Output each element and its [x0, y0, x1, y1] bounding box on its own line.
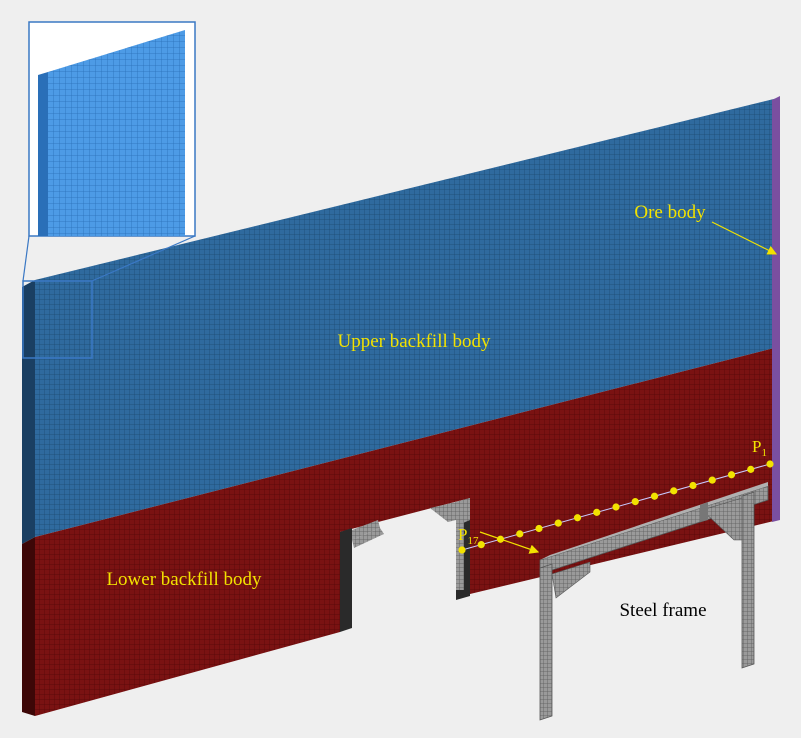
monitor-point [477, 541, 485, 549]
zoom-inset [22, 21, 196, 359]
monitor-point [593, 508, 601, 516]
monitor-point [747, 465, 755, 473]
monitor-point [631, 498, 639, 506]
monitor-point [612, 503, 620, 511]
monitor-point [650, 492, 659, 500]
monitor-point [516, 530, 524, 538]
monitor-point [689, 481, 697, 490]
monitor-point [535, 524, 543, 533]
zoom-source-box [22, 280, 93, 359]
opening-edge-left [340, 528, 352, 632]
monitor-point [766, 460, 774, 468]
monitor-point [708, 476, 716, 484]
steel-frame-label: Steel frame [619, 600, 706, 621]
monitor-point [727, 471, 736, 479]
p17-label: P17 [458, 525, 479, 547]
upper-body-label: Upper backfill body [337, 331, 491, 352]
upper-backfill-body [35, 98, 778, 537]
lower-body-side [22, 537, 35, 716]
monitor-point [554, 519, 562, 527]
lower-backfill-body [35, 347, 778, 716]
ore-body [772, 96, 780, 522]
monitor-point [573, 514, 582, 522]
p17-leader-arrow [479, 531, 540, 554]
steel-frame [539, 482, 769, 721]
lower-body-label: Lower backfill body [106, 569, 262, 590]
monitor-point [670, 487, 678, 495]
ore-leader-arrow [711, 221, 778, 255]
monitor-point [458, 546, 466, 554]
p1-label: P1 [752, 437, 767, 459]
ore-body-label: Ore body [634, 202, 706, 223]
inner-steel-frame [352, 498, 470, 590]
monitor-points [458, 460, 774, 554]
upper-body-side [22, 280, 35, 544]
